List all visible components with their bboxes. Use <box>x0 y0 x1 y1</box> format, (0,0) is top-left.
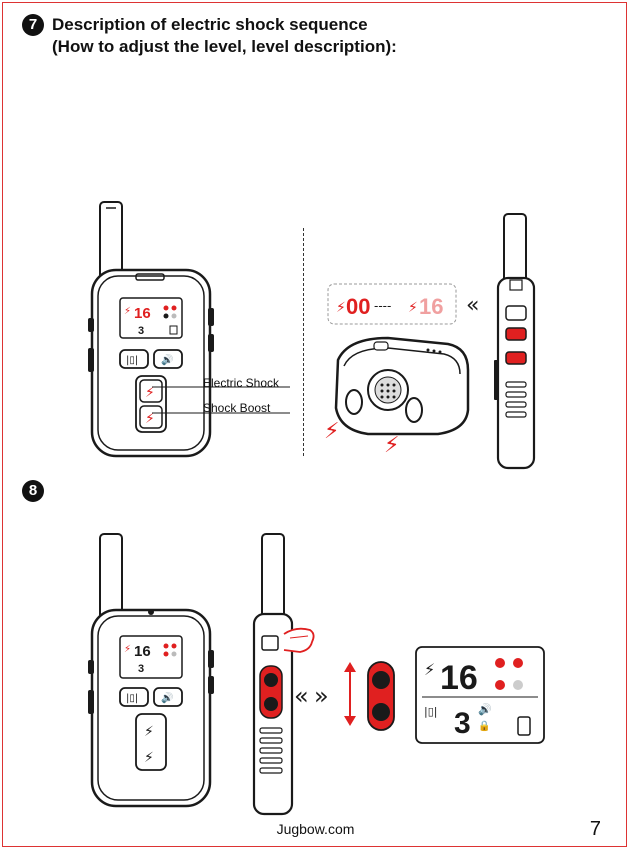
lcd-bolt-icon: ⚡ <box>424 660 435 679</box>
svg-text:⚡: ⚡ <box>144 750 154 766</box>
step-8-badge: 8 <box>22 480 44 502</box>
range-separator: ---- <box>374 298 391 313</box>
step-7-badge: 7 <box>22 14 44 36</box>
remote-screen-level: 16 <box>134 305 151 322</box>
finger-press-icon <box>284 629 314 652</box>
page-number: 7 <box>590 818 601 841</box>
dashed-divider <box>303 228 304 456</box>
remote2-screen-channel: 3 <box>138 663 144 675</box>
svg-text:⚡: ⚡ <box>144 724 154 740</box>
collar-shock-bolt-icon-left: ⚡ <box>324 419 339 444</box>
svg-text:⚡: ⚡ <box>124 644 131 655</box>
remote-screen-channel: 3 <box>138 325 144 337</box>
double-chevron-left-icon-2: « <box>294 682 309 710</box>
remote-transmitter-front: ⚡ 16 3 |▯| 🔊 ⚡ ⚡ <box>86 198 216 460</box>
svg-text:🔊: 🔊 <box>161 691 173 704</box>
footer-site: Jugbow.com <box>0 821 631 837</box>
range-start-value: 00 <box>346 294 370 319</box>
electric-shock-label: Electric Shock <box>203 376 279 390</box>
lcd-sound-icon: 🔊 <box>478 702 492 716</box>
zoomed-lcd-screen: ⚡ 16 |▯| 3 🔊 🔒 <box>414 645 546 745</box>
step-7-title: Description of electric shock sequence (… <box>52 14 397 58</box>
collar-receiver: ⚡ ⚡ <box>318 330 478 460</box>
level-range-display: ⚡ 00 ---- ⚡ 16 « <box>326 282 496 326</box>
lcd-channel: 3 <box>454 707 471 740</box>
lcd-lock-icon: 🔒 <box>478 720 490 732</box>
vibrate-icon: |▯| <box>126 355 138 366</box>
remote-screen-bolt-icon: ⚡ <box>124 306 131 317</box>
lcd-vibrate-icon: |▯| <box>424 705 437 718</box>
double-chevron-left-icon: « <box>466 293 479 318</box>
range-end-value: 16 <box>419 294 443 319</box>
step-7-title-line1: Description of electric shock sequence <box>52 14 397 36</box>
shock-boost-label: Shock Boost <box>203 401 270 415</box>
remote-side-view <box>490 210 540 472</box>
remote2-screen-level: 16 <box>134 643 151 660</box>
step-7-title-line2: (How to adjust the level, level descript… <box>52 36 397 58</box>
range-start-bolt-icon: ⚡ <box>336 300 346 316</box>
collar-shock-bolt-icon-right: ⚡ <box>384 433 399 458</box>
remote-transmitter-front-2: ⚡ 16 3 |▯| 🔊 ⚡ ⚡ <box>86 530 216 810</box>
svg-text:|▯|: |▯| <box>126 693 138 704</box>
sound-icon: 🔊 <box>161 353 173 366</box>
double-chevron-right-icon: » <box>314 682 329 710</box>
level-adjust-button <box>366 660 396 732</box>
range-end-bolt-icon: ⚡ <box>408 300 418 316</box>
lcd-level: 16 <box>440 659 478 697</box>
